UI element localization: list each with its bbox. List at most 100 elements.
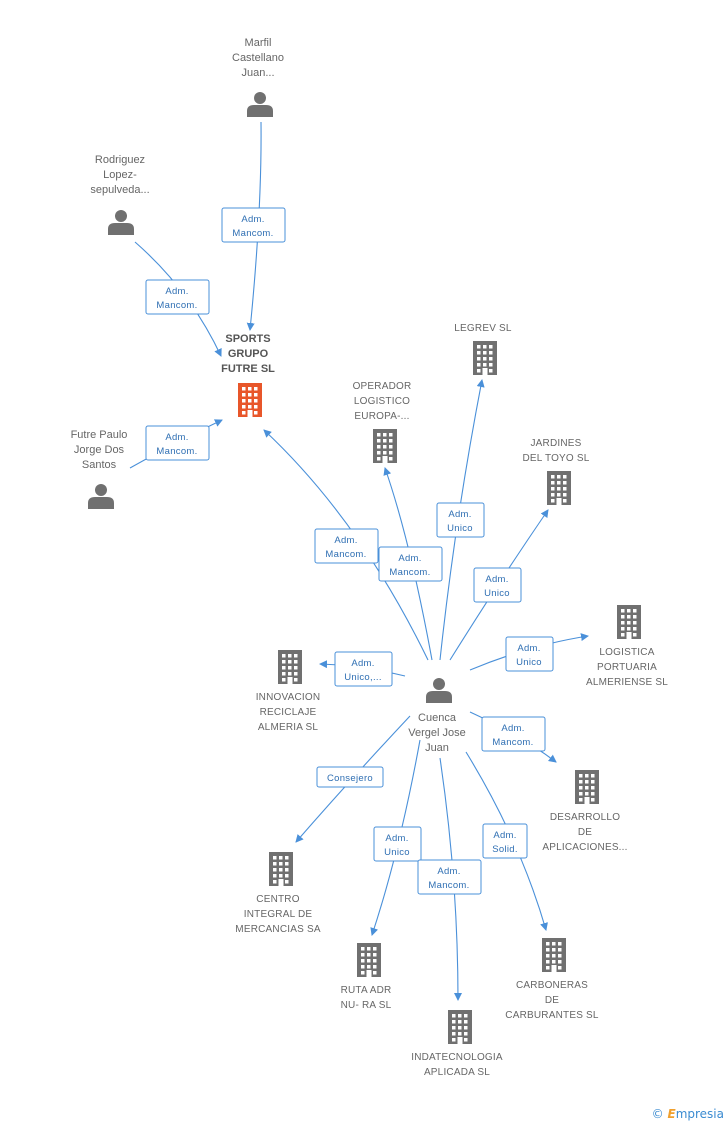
company-centro[interactable]: CENTRO INTEGRAL DE MERCANCIAS SA: [235, 852, 321, 935]
company-logistica-line-2: PORTUARIA: [597, 662, 657, 673]
edge-label-cuenca-desarrollo[interactable]: Adm. Mancom.: [481, 716, 546, 752]
company-innovacion-line-2: RECICLAJE: [260, 707, 317, 718]
edge-label-line-2: Mancom.: [325, 549, 366, 560]
edge-label-line-1: Adm.: [165, 286, 188, 297]
edge-label-cuenca-innovacion[interactable]: Adm. Unico,...: [334, 651, 393, 687]
edge-label-line-1: Consejero: [327, 773, 373, 784]
edge-label-line-1: Adm.: [501, 723, 524, 734]
company-carboneras-line-1: CARBONERAS: [516, 980, 588, 991]
person-futre-line-3: Santos: [82, 459, 117, 471]
company-indatecnologia[interactable]: INDATECNOLOGIA APLICADA SL: [411, 1010, 503, 1078]
company-sports-line-3: FUTRE SL: [221, 363, 275, 375]
company-carboneras[interactable]: CARBONERAS DE CARBURANTES SL: [505, 938, 599, 1021]
person-rodriguez-line-2: Lopez-: [103, 169, 137, 181]
edge-label-line-1: Adm.: [334, 535, 357, 546]
edge-label-line-1: Adm.: [241, 214, 264, 225]
company-indatecnologia-line-2: APLICADA SL: [424, 1067, 490, 1078]
person-marfil-line-1: Marfil: [245, 37, 272, 49]
person-icon: [426, 678, 452, 703]
company-ruta[interactable]: RUTA ADR NU- RA SL: [341, 943, 392, 1011]
edge-label-cuenca-legrev[interactable]: Adm. Unico: [436, 502, 485, 538]
person-icon: [247, 92, 273, 117]
company-innovacion[interactable]: INNOVACION RECICLAJE ALMERIA SL: [256, 650, 321, 733]
copyright-symbol: ©: [651, 1107, 664, 1121]
building-icon: [373, 429, 397, 463]
company-desarrollo-line-2: DE: [578, 827, 592, 838]
brand-initial: E: [667, 1107, 676, 1121]
company-sports-line-1: SPORTS: [225, 333, 270, 345]
edge-label-cuenca-sports[interactable]: Adm. Mancom.: [314, 528, 379, 564]
person-futre[interactable]: Futre Paulo Jorge Dos Santos: [71, 429, 128, 509]
edge-label-line-1: Adm.: [385, 833, 408, 844]
company-sports-grupo-futre[interactable]: SPORTS GRUPO FUTRE SL: [221, 333, 275, 417]
building-icon: [473, 341, 497, 375]
edge-label-line-1: Adm.: [485, 574, 508, 585]
company-logistica-line-1: LOGISTICA: [599, 647, 654, 658]
building-icon: [575, 770, 599, 804]
person-cuenca-line-2: Vergel Jose: [408, 727, 465, 739]
person-icon: [88, 484, 114, 509]
edge-label-line-2: Mancom.: [156, 446, 197, 457]
building-icon: [278, 650, 302, 684]
company-jardines-line-2: DEL TOYO SL: [522, 453, 589, 464]
edge-label-line-2: Unico: [484, 588, 510, 599]
person-cuenca[interactable]: Cuenca Vergel Jose Juan: [408, 678, 466, 754]
edge-label-line-2: Mancom.: [389, 567, 430, 578]
company-desarrollo[interactable]: DESARROLLO DE APLICACIONES...: [542, 770, 627, 853]
company-operador-line-3: EUROPA-...: [354, 411, 409, 422]
person-marfil-line-3: Juan...: [241, 67, 274, 79]
edge-label-futre-sports[interactable]: Adm. Mancom.: [145, 425, 210, 461]
edge-label-line-2: Unico: [447, 523, 473, 534]
person-rodriguez[interactable]: Rodriguez Lopez- sepulveda...: [90, 154, 150, 235]
company-carboneras-line-2: DE: [545, 995, 559, 1006]
edge-label-cuenca-indatecnologia[interactable]: Adm. Mancom.: [417, 859, 482, 895]
building-icon: [448, 1010, 472, 1044]
company-legrev[interactable]: LEGREV SL: [454, 323, 512, 375]
company-innovacion-line-1: INNOVACION: [256, 692, 321, 703]
empresia-logo[interactable]: © Empresia: [652, 1107, 724, 1121]
edge-label-line-2: Mancom.: [232, 228, 273, 239]
person-cuenca-line-3: Juan: [425, 742, 449, 754]
person-cuenca-line-1: Cuenca: [418, 712, 457, 724]
company-centro-line-1: CENTRO: [256, 894, 299, 905]
building-icon: [617, 605, 641, 639]
building-icon: [542, 938, 566, 972]
edge-label-cuenca-logistica[interactable]: Adm. Unico: [505, 636, 554, 672]
edge-label-cuenca-centro[interactable]: Consejero: [316, 766, 384, 788]
edge-label-cuenca-jardines[interactable]: Adm. Unico: [473, 567, 522, 603]
edge-label-line-2: Unico: [516, 657, 542, 668]
person-futre-line-2: Jorge Dos: [74, 444, 125, 456]
person-icon: [108, 210, 134, 235]
person-marfil[interactable]: Marfil Castellano Juan...: [232, 37, 284, 117]
edge-label-marfil-sports[interactable]: Adm. Mancom.: [221, 207, 286, 243]
company-innovacion-line-3: ALMERIA SL: [258, 722, 319, 733]
edge-label-line-1: Adm.: [448, 509, 471, 520]
person-rodriguez-line-3: sepulveda...: [90, 184, 149, 196]
edge-label-line-1: Adm.: [398, 553, 421, 564]
company-operador-line-1: OPERADOR: [353, 381, 412, 392]
edge-label-line-1: Adm.: [493, 830, 516, 841]
edge-label-rodriguez-sports[interactable]: Adm. Mancom.: [145, 279, 210, 315]
edge-label-cuenca-ruta[interactable]: Adm. Unico: [373, 826, 422, 862]
company-desarrollo-line-1: DESARROLLO: [550, 812, 620, 823]
company-logistica[interactable]: LOGISTICA PORTUARIA ALMERIENSE SL: [586, 605, 668, 688]
edge-label-cuenca-carboneras[interactable]: Adm. Solid.: [482, 823, 528, 859]
company-ruta-line-1: RUTA ADR: [341, 985, 392, 996]
edge-label-line-2: Unico: [384, 847, 410, 858]
company-ruta-line-2: NU- RA SL: [341, 1000, 392, 1011]
company-operador[interactable]: OPERADOR LOGISTICO EUROPA-...: [353, 381, 412, 463]
building-icon: [547, 471, 571, 505]
building-icon: [357, 943, 381, 977]
edge-label-line-1: Adm.: [351, 658, 374, 669]
company-desarrollo-line-3: APLICACIONES...: [542, 842, 627, 853]
edge-label-line-1: Adm.: [437, 866, 460, 877]
company-operador-line-2: LOGISTICO: [354, 396, 410, 407]
building-icon: [238, 383, 262, 417]
edge-label-line-2: Mancom.: [156, 300, 197, 311]
company-jardines[interactable]: JARDINES DEL TOYO SL: [522, 438, 590, 505]
edge-label-cuenca-operador[interactable]: Adm. Mancom.: [378, 546, 443, 582]
company-jardines-line-1: JARDINES: [530, 438, 581, 449]
company-sports-line-2: GRUPO: [228, 348, 269, 360]
building-icon: [269, 852, 293, 886]
